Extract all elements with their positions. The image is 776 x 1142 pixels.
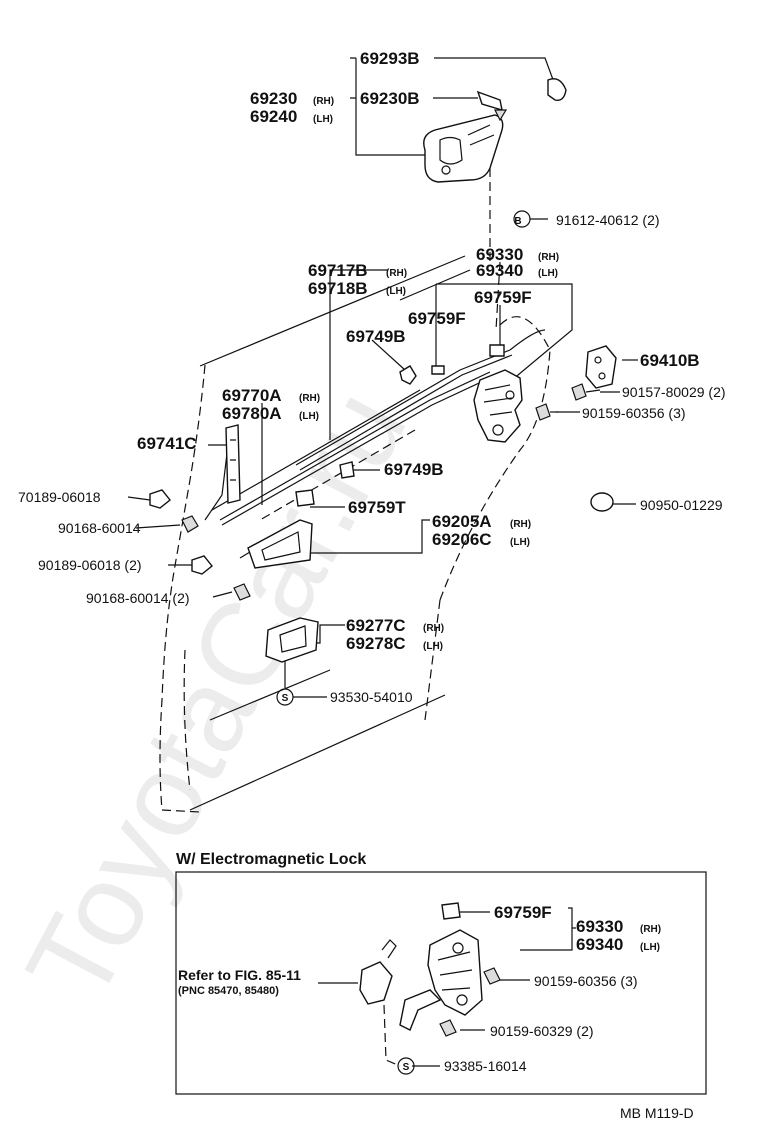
label-69230B: 69230B: [360, 89, 420, 108]
inside-handle-69205A: [239, 519, 313, 569]
control-rods: [211, 329, 546, 526]
box-screw-90159-329: [439, 1019, 457, 1037]
label-box-90159-60329: 90159-60329 (2): [490, 1023, 594, 1039]
striker-69410B: [585, 345, 617, 389]
leader-lines: [127, 57, 638, 811]
label-69206C-lh: (LH): [510, 537, 530, 548]
label-69717B-rh: (RH): [386, 268, 407, 279]
label-90950: 90950-01229: [640, 497, 723, 513]
label-69410B: 69410B: [640, 351, 700, 370]
label-69780A: 69780A: [222, 404, 282, 423]
label-69330-top: 69330: [476, 245, 523, 264]
symbol-s-a: S: [282, 693, 289, 704]
handle-pin: [476, 90, 508, 122]
clip-69759F-b: [489, 344, 505, 357]
label-69718B-lh: (LH): [386, 286, 406, 297]
box-symbol-s-93385: [397, 1057, 415, 1075]
label-69718B: 69718B: [308, 279, 368, 298]
label-90168-a: 90168-60014: [58, 520, 141, 536]
label-69749B-b: 69749B: [384, 460, 444, 479]
label-69340-top: 69340: [476, 261, 523, 280]
label-69230: 69230: [250, 89, 297, 108]
label-69278C: 69278C: [346, 634, 406, 653]
label-69205A: 69205A: [432, 512, 492, 531]
screw-90157: [571, 383, 601, 401]
label-69717B: 69717B: [308, 261, 368, 280]
figure-code: MB M119-D: [620, 1105, 694, 1121]
clip-69759F-a: [431, 365, 445, 375]
reference-line2: (PNC 85470, 85480): [178, 985, 279, 997]
label-box-69340-lh: (LH): [640, 942, 660, 953]
label-69770A: 69770A: [222, 386, 282, 405]
symbol-s-93530: [276, 688, 294, 706]
bolt-91612: [513, 210, 531, 228]
cap-90950: [590, 492, 614, 512]
inside-handle-link-69741C: [225, 424, 241, 504]
label-69240: 69240: [250, 107, 297, 126]
section-title: W/ Electromagnetic Lock: [176, 851, 366, 868]
label-69759T: 69759T: [348, 498, 406, 517]
symbol-b: B: [514, 216, 521, 227]
screw-90168-b: [233, 583, 251, 601]
label-box-69330: 69330: [576, 917, 623, 936]
label-69780A-lh: (LH): [299, 411, 319, 422]
clip-69759T: [295, 489, 315, 507]
retainer-70189: [149, 489, 171, 509]
clip-69749B-lower: [339, 461, 355, 479]
retainer-90189: [191, 555, 213, 575]
screw-90168-a: [181, 515, 199, 533]
label-69277C-rh: (RH): [423, 623, 444, 634]
reference-line1: Refer to FIG. 85-11: [178, 967, 301, 983]
label-69278C-lh: (LH): [423, 641, 443, 652]
label-90157: 90157-80029 (2): [622, 384, 726, 400]
label-box-69759F: 69759F: [494, 903, 552, 922]
box-screw-90159-356: [483, 967, 501, 985]
handle-clip: [547, 78, 567, 101]
bezel-69277C: [265, 617, 319, 663]
label-69330-top-rh: (RH): [538, 252, 559, 263]
box-lock-assembly: [399, 929, 483, 1031]
door-lock-assembly: [473, 369, 523, 443]
label-69230-rh: (RH): [313, 96, 334, 107]
label-box-69340: 69340: [576, 935, 623, 954]
label-69277C: 69277C: [346, 616, 406, 635]
clip-69749B-upper: [399, 365, 417, 385]
label-69770A-rh: (RH): [299, 393, 320, 404]
label-69293B: 69293B: [360, 49, 420, 68]
label-91612: 91612-40612 (2): [556, 212, 660, 228]
label-69759F-a: 69759F: [474, 288, 532, 307]
label-90159-60356: 90159-60356 (3): [582, 405, 686, 421]
box-actuator: [359, 939, 401, 1067]
label-69206C: 69206C: [432, 530, 492, 549]
screw-90159: [535, 403, 558, 421]
label-90168-b: 90168-60014 (2): [86, 590, 190, 606]
door-outline: [159, 140, 551, 813]
outside-handle: [423, 114, 504, 183]
box-clip-69759F: [441, 902, 461, 920]
label-69741C: 69741C: [137, 434, 197, 453]
label-93530: 93530-54010: [330, 689, 413, 705]
label-box-69330-rh: (RH): [640, 924, 661, 935]
label-93385: 93385-16014: [444, 1058, 527, 1074]
label-69759F-b: 69759F: [408, 309, 466, 328]
label-90189: 90189-06018 (2): [38, 557, 142, 573]
label-69240-lh: (LH): [313, 114, 333, 125]
label-69749B-a: 69749B: [346, 327, 406, 346]
box-leader-lines: [318, 907, 576, 1067]
label-69340-top-lh: (LH): [538, 268, 558, 279]
label-box-90159-60356: 90159-60356 (3): [534, 973, 638, 989]
label-70189: 70189-06018: [18, 489, 101, 505]
symbol-s-b: S: [403, 1062, 410, 1073]
electromagnetic-lock-box: [175, 871, 707, 1095]
label-69205A-rh: (RH): [510, 519, 531, 530]
